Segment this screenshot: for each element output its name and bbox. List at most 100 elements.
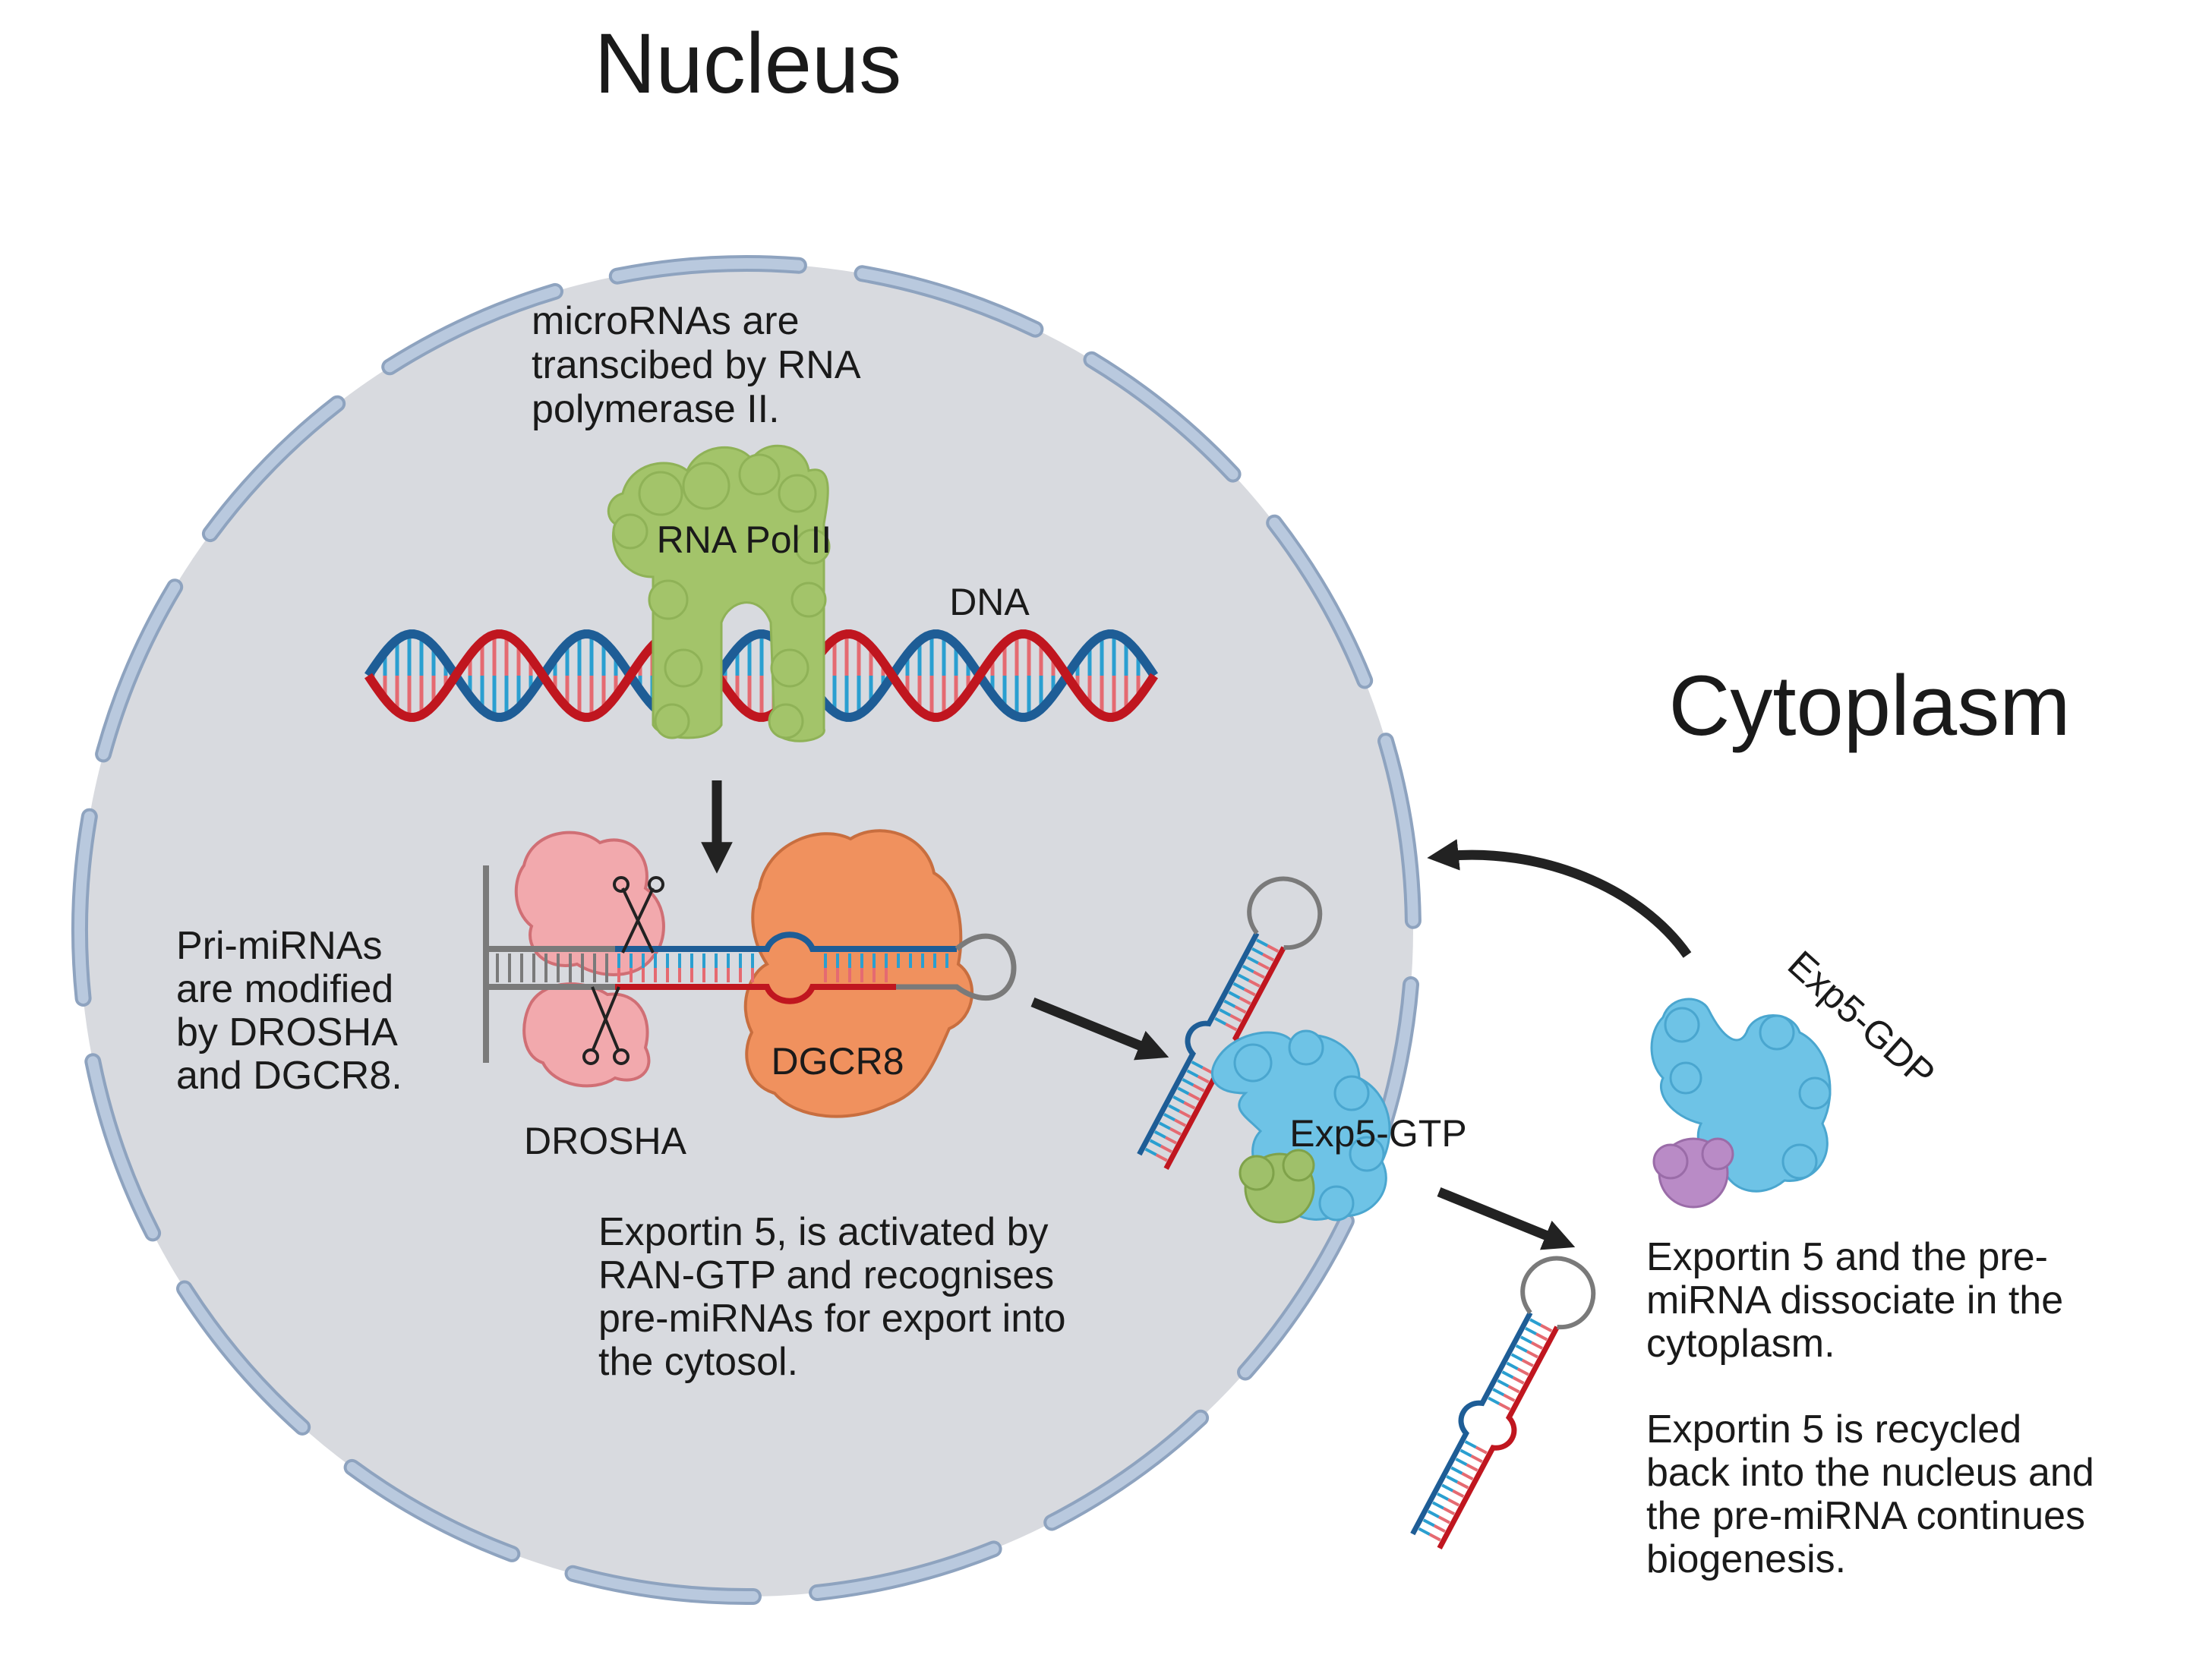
hairpin-rung-blue [1488,1396,1500,1405]
exportin-5-gtp-icon [1210,1029,1391,1221]
hairpin-rung-red [1267,944,1280,953]
hairpin-rung-blue [1525,1326,1538,1335]
hairpin-rung-red [1252,970,1265,979]
hairpin-rung-red [1456,1480,1469,1489]
dgcr8-label: DGCR8 [771,1040,904,1083]
hairpin-strand-red [1437,1325,1560,1550]
hairpin-rung-red [1192,1083,1205,1092]
hairpin-rung-blue [1219,1008,1232,1017]
dna-strand-blue [364,629,1158,722]
hairpin-rung-blue [1519,1335,1532,1344]
cytoplasm-title: Cytoplasm [1668,658,2070,753]
hairpin-rung-red [1531,1341,1544,1350]
rna-pol-ii-label: RNA Pol II [657,519,832,561]
hairpin-rung-blue [1455,1458,1468,1467]
hairpin-rung-blue [1422,1518,1435,1527]
envelope-segment [1381,736,1418,926]
hairpin-rung-blue [1497,1379,1510,1388]
hairpin-strand-blue [1410,1311,1533,1536]
hairpin-rung-red [1516,1367,1529,1376]
envelope-segment [1269,517,1371,686]
hairpin-rung-red [1466,1463,1478,1472]
hairpin-rung-red [1526,1350,1538,1359]
envelope-segment [74,811,95,1004]
hairpin-rung-red [1521,1358,1534,1367]
hairpin-rung-red [1433,1524,1446,1533]
hairpin-loop [1247,876,1323,950]
hairpin-rung-blue [1149,1139,1162,1148]
envelope-segment [611,258,804,282]
hairpin-rung-red [1475,1445,1488,1455]
dgcr8-protein [743,829,974,1118]
hairpin-rung-blue [1441,1483,1454,1493]
hairpin-rung-blue [1251,947,1264,956]
rna-pol-ii-icon [607,444,831,742]
hairpin-rung-blue [1223,999,1236,1008]
pri-mirna-base-pairs [496,954,948,982]
envelope-segment [98,582,181,760]
dna-helix [364,629,1158,722]
nuclear-envelope [71,255,1422,1606]
pri-mirna-strand-red [615,984,896,1004]
hairpin-rung-blue [1450,1466,1463,1475]
hairpin-rung-red [1512,1376,1525,1385]
hairpin-rung-red [1461,1472,1474,1481]
nucleus-title: Nucleus [595,16,902,111]
hairpin-rung-blue [1446,1475,1459,1484]
envelope-segment [346,1461,518,1559]
hairpin-rung-blue [1186,1069,1199,1078]
hairpin-rung-red [1257,961,1270,970]
hairpin-rung-blue [1168,1104,1181,1113]
hairpin-rung-blue [1177,1086,1190,1095]
hairpin-rung-red [1437,1515,1450,1524]
hairpin-rung-red [1470,1455,1483,1464]
hairpin-rung-red [1443,1506,1456,1516]
hairpin-rung-red [1498,1402,1511,1411]
hairpin-rung-red [1243,988,1256,997]
envelope-segment [87,1056,159,1239]
drosha-upper-protein [514,831,665,976]
hairpin-rung-red [1155,1153,1168,1162]
hairpin-rung-red [1507,1385,1520,1394]
envelope-segment [567,1568,759,1603]
exportin-5-gdp-icon [1650,998,1832,1193]
envelope-segment [384,285,560,373]
hairpin-rung-blue [1501,1370,1514,1379]
export-arrow [1030,997,1169,1061]
hairpin-rung-blue [1228,991,1241,1000]
hairpin-rung-blue [1437,1492,1450,1502]
hairpin-rung-blue [1158,1121,1171,1130]
envelope-segment [1086,354,1239,480]
hairpin-rung-red [1164,1136,1177,1145]
dna-strand-red [364,629,1158,722]
hairpin-rung-blue [1214,1017,1227,1026]
hairpin-rung-blue [1256,938,1269,947]
hairpin-rung-blue [1163,1112,1176,1122]
recycling-arrow [1427,839,1692,958]
ran-gtp-icon [1239,1149,1315,1224]
envelope-segment [1046,1412,1207,1528]
hairpin-rung-red [1540,1323,1553,1332]
hairpin-rung-red [1197,1075,1210,1084]
exp5-gtp-label: Exp5-GTP [1289,1112,1466,1155]
pri-mirna-strand-blue [615,931,957,952]
scissors-icon-upper [613,876,664,954]
export-note: Exportin 5, is activated by RAN-GTP and … [598,1210,1077,1384]
hairpin-rung-red [1183,1101,1196,1110]
hairpin-rung-red [1428,1533,1441,1542]
dissociation-note: Exportin 5 and the pre- miRNA dissociate… [1646,1235,2075,1366]
processing-note: Pri-miRNAs are modified by DROSHA and DG… [176,924,406,1098]
hairpin-rung-blue [1459,1448,1472,1458]
scissors-icon-lower [582,986,630,1065]
envelope-segment [179,1283,308,1433]
hairpin-rung-blue [1515,1344,1528,1353]
hairpin-rung-blue [1492,1388,1505,1397]
dissociation-arrow [1437,1187,1576,1250]
hairpin-rung-blue [1144,1147,1157,1156]
pri-mirna-loop [896,933,1017,1001]
dna-label: DNA [949,581,1030,623]
hairpin-rung-blue [1427,1509,1440,1518]
hairpin-rung-red [1239,996,1251,1005]
hairpin-rung-red [1535,1332,1548,1341]
hairpin-rung-blue [1506,1361,1519,1370]
